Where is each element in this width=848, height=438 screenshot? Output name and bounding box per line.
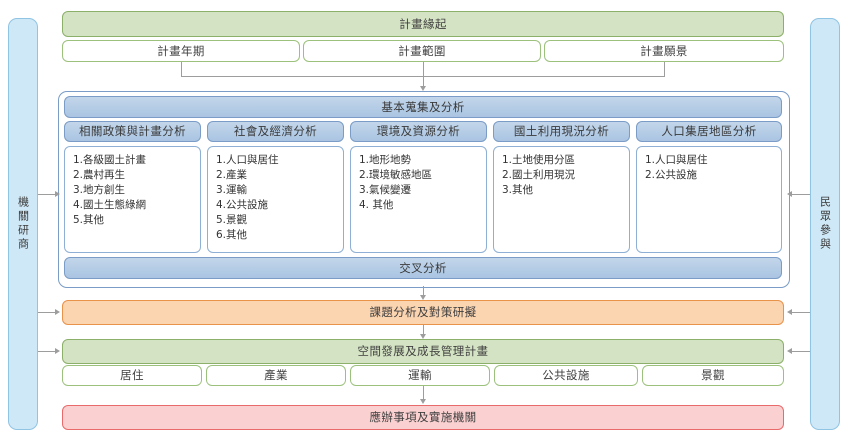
plan-scope-box: 計畫範圍 [303,40,541,62]
action-items-box: 應辦事項及實施機關 [62,405,784,430]
column-title-label: 環境及資源分析 [376,124,461,139]
column-title-label: 國土利用現況分析 [513,124,610,139]
list-item: 1.土地使用分區 [502,154,576,166]
list-item: 5.景觀 [216,213,248,226]
list-item: 4.國土生態綠網 [73,198,147,211]
column-title-label: 人口集居地區分析 [661,124,757,139]
connector-left-rail-spatial-arrow-icon [55,347,60,354]
connector-plan-vision-stub [664,62,665,76]
column-title-policy-plan-analysis: 相關政策與計畫分析 [64,121,201,142]
list-item: 4.公共設施 [216,198,269,211]
connector-plan-period-stub [181,62,182,76]
plan-period-label: 計畫年期 [157,43,205,58]
cross-analysis-label: 交叉分析 [399,260,447,275]
plan-period-box: 計畫年期 [62,40,300,62]
column-title-label: 社會及經濟分析 [233,124,318,139]
connector-left-rail-issue-arrow-icon [55,308,60,315]
list-item: 2.產業 [216,168,248,181]
plan-vision-label: 計畫願景 [640,43,688,58]
list-item: 3.地方創生 [73,183,126,196]
connector-right-rail-to-issue [792,312,810,313]
list-item: 1.人口與居住 [645,154,708,166]
connector-survey-to-issue-arrow-icon [419,295,426,300]
spatial-item-industry: 產業 [206,365,346,386]
list-item: 1.地形地勢 [359,154,412,166]
spatial-item-label: 景觀 [701,368,725,383]
connector-right-rail-spatial-arrow-icon [787,347,792,354]
connector-right-rail-to-survey [792,194,810,195]
connector-left-rail-to-spatial [38,351,56,352]
column-title-population-settlement-analysis: 人口集居地區分析 [636,121,782,142]
plan-scope-label: 計畫範圍 [398,43,446,58]
spatial-item-transport: 運輸 [350,365,490,386]
rail-right-label: 民眾參與 [818,196,832,252]
cross-analysis-footer: 交叉分析 [64,257,782,279]
survey-block-header: 基本蒐集及分析 [64,96,782,118]
list-item: 2.公共設施 [645,168,698,181]
column-title-label: 相關政策與計畫分析 [78,124,187,139]
connector-top-bus-drop [423,76,424,88]
list-item: 2.農村再生 [73,168,126,181]
spatial-item-label: 運輸 [408,368,432,383]
connector-left-rail-to-survey [38,194,56,195]
list-item: 1.各級國土計畫 [73,154,147,166]
connector-left-rail-to-issue [38,312,56,313]
column-list-environment-resource-analysis: 1.地形地勢 2.環境敏感地區 3.氣候變遷 4. 其他 [350,146,487,253]
connector-plan-scope-stub [423,62,424,76]
rail-left-agency-consultation: 機關研商 [8,18,38,430]
list-item: 6.其他 [216,228,248,241]
connector-right-rail-to-spatial [792,351,810,352]
list-item: 5.其他 [73,213,105,226]
spatial-plan-header-label: 空間發展及成長管理計畫 [357,344,489,359]
connector-right-rail-issue-arrow-icon [787,308,792,315]
plan-origin-header: 計畫緣起 [62,11,784,37]
spatial-item-label: 公共設施 [542,368,590,383]
spatial-item-public-facility: 公共設施 [494,365,638,386]
column-list-land-use-status-analysis: 1.土地使用分區 2.國土利用現況 3.其他 [493,146,630,253]
connector-issue-to-spatial-arrow-icon [419,334,426,339]
action-items-label: 應辦事項及實施機關 [369,410,477,425]
connector-left-rail-survey-arrow-icon [55,190,60,197]
list-item: 4. 其他 [359,198,394,211]
spatial-item-housing: 居住 [62,365,202,386]
column-list-population-settlement-analysis: 1.人口與居住 2.公共設施 [636,146,782,253]
list-item: 2.環境敏感地區 [359,168,433,181]
column-list-social-economic-analysis: 1.人口與居住 2.產業 3.運輸 4.公共設施 5.景觀 6.其他 [207,146,344,253]
connector-survey-to-issue [423,286,424,297]
list-item: 3.運輸 [216,183,248,196]
connector-spatial-to-action [423,386,424,400]
list-item: 2.國土利用現況 [502,168,576,181]
list-item: 3.其他 [502,183,534,196]
column-title-social-economic-analysis: 社會及經濟分析 [207,121,344,142]
column-title-environment-resource-analysis: 環境及資源分析 [350,121,487,142]
list-item: 1.人口與居住 [216,154,279,166]
issue-analysis-box: 課題分析及對策研擬 [62,300,784,325]
column-title-land-use-status-analysis: 國土利用現況分析 [493,121,630,142]
plan-vision-box: 計畫願景 [544,40,784,62]
connector-issue-to-spatial [423,325,424,335]
rail-right-public-participation: 民眾參與 [810,18,840,430]
column-list-policy-plan-analysis: 1.各級國土計畫 2.農村再生 3.地方創生 4.國土生態綠網 5.其他 [64,146,201,253]
spatial-item-label: 居住 [120,368,144,383]
plan-origin-header-label: 計畫緣起 [399,16,447,31]
spatial-item-landscape: 景觀 [642,365,784,386]
connector-right-rail-survey-arrow-icon [787,190,792,197]
rail-left-label: 機關研商 [16,196,30,252]
connector-top-arrow-icon [419,86,426,91]
list-item: 3.氣候變遷 [359,183,412,196]
spatial-plan-header: 空間發展及成長管理計畫 [62,339,784,364]
spatial-item-label: 產業 [264,368,288,383]
connector-spatial-to-action-arrow-icon [419,399,426,404]
survey-block-header-label: 基本蒐集及分析 [381,99,465,114]
issue-analysis-label: 課題分析及對策研擬 [369,305,477,320]
